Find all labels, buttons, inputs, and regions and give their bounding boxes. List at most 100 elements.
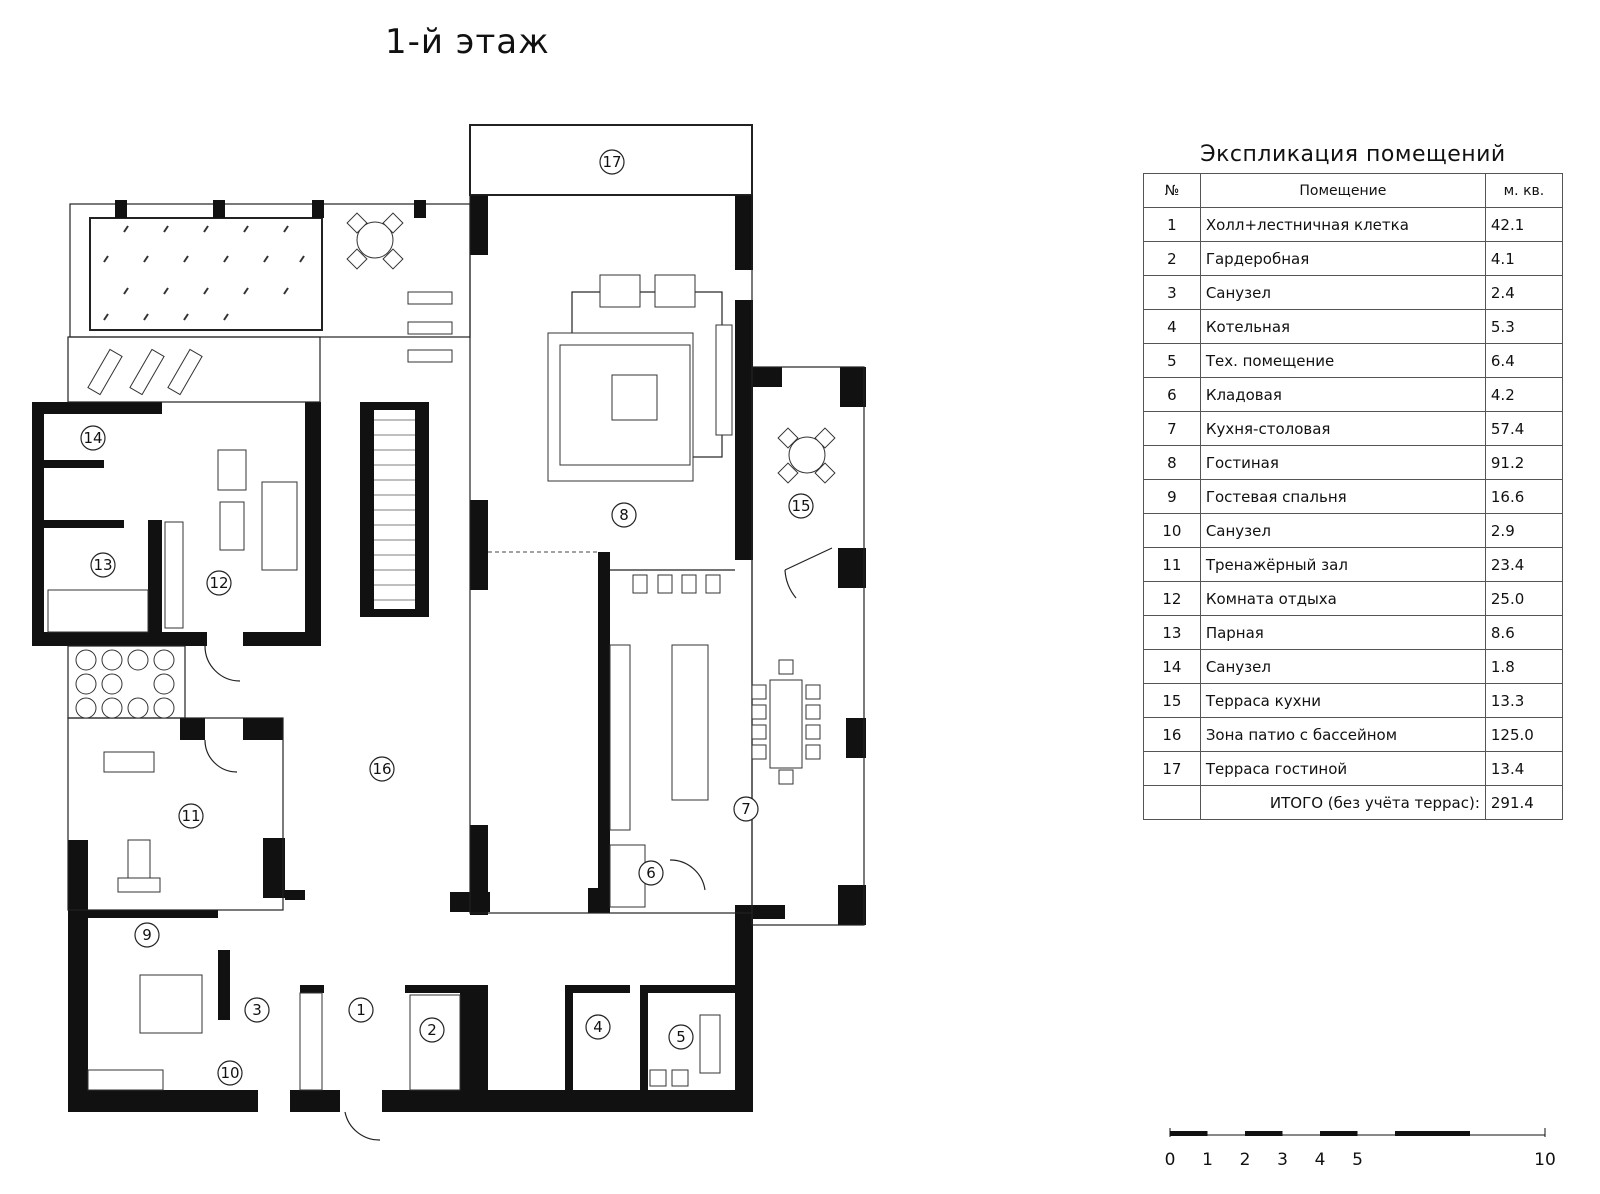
- room-marker-7: 7: [733, 796, 759, 822]
- svg-text:2: 2: [427, 1021, 437, 1039]
- row-number: 12: [1143, 581, 1201, 616]
- row-room-name: Санузел: [1199, 649, 1486, 684]
- row-room-name: Тренажёрный зал: [1199, 547, 1486, 582]
- row-number: 4: [1143, 309, 1201, 344]
- row-area: 57.4: [1484, 411, 1564, 446]
- header-area: м. кв.: [1484, 173, 1564, 208]
- row-area: 13.4: [1484, 751, 1564, 786]
- legend-title: Экспликация помещений: [1200, 142, 1506, 167]
- svg-text:10: 10: [220, 1064, 239, 1082]
- room-marker-10: 10: [217, 1060, 243, 1086]
- row-number: 17: [1143, 751, 1201, 786]
- scale-label-4: 4: [1315, 1150, 1326, 1170]
- room-marker-5: 5: [668, 1024, 694, 1050]
- room-marker-17: 17: [599, 149, 625, 175]
- row-number: 16: [1143, 717, 1201, 752]
- total-value: 291.4: [1484, 785, 1564, 820]
- total-label: ИТОГО (без учёта террас):: [1199, 785, 1486, 820]
- scale-label-3: 3: [1277, 1150, 1288, 1170]
- room-marker-1: 1: [348, 997, 374, 1023]
- room-marker-3: 3: [244, 997, 270, 1023]
- row-room-name: Терраса кухни: [1199, 683, 1486, 718]
- scale-label-5: 5: [1352, 1150, 1363, 1170]
- svg-text:16: 16: [372, 760, 391, 778]
- row-room-name: Гостевая спальня: [1199, 479, 1486, 514]
- scale-label-1: 1: [1202, 1150, 1213, 1170]
- living-furniture: [547, 274, 733, 482]
- row-area: 91.2: [1484, 445, 1564, 480]
- row-area: 2.9: [1484, 513, 1564, 548]
- kitchen-furniture: [609, 427, 836, 831]
- svg-text:17: 17: [602, 153, 621, 171]
- row-room-name: Санузел: [1199, 513, 1486, 548]
- row-room-name: Гардеробная: [1199, 241, 1486, 276]
- row-number: 2: [1143, 241, 1201, 276]
- legend-total-row: ИТОГО (без учёта террас): 291.4: [1143, 785, 1564, 820]
- row-area: 42.1: [1484, 207, 1564, 242]
- room-marker-14: 14: [80, 425, 106, 451]
- row-area: 1.8: [1484, 649, 1564, 684]
- floor-title: 1-й этаж: [385, 22, 550, 62]
- room-legend: Экспликация помещений № Помещение м. кв.…: [1143, 142, 1564, 820]
- room-marker-13: 13: [90, 552, 116, 578]
- svg-text:5: 5: [676, 1028, 686, 1046]
- row-area: 13.3: [1484, 683, 1564, 718]
- svg-text:14: 14: [83, 429, 102, 447]
- room-marker-16: 16: [369, 756, 395, 782]
- svg-text:7: 7: [741, 800, 751, 818]
- row-number: 7: [1143, 411, 1201, 446]
- svg-text:4: 4: [593, 1018, 603, 1036]
- row-area: 6.4: [1484, 343, 1564, 378]
- row-room-name: Зона патио с бассейном: [1199, 717, 1486, 752]
- svg-text:3: 3: [252, 1001, 262, 1019]
- svg-text:8: 8: [619, 506, 629, 524]
- floor-plan: 1 2 3 4 5 6 7 8 9 10 11 12 13 14 15 16 1…: [32, 124, 866, 1141]
- room-marker-2: 2: [419, 1017, 445, 1043]
- row-number: 5: [1143, 343, 1201, 378]
- header-no: №: [1143, 173, 1201, 208]
- scale-label-0: 0: [1165, 1150, 1176, 1170]
- room-marker-15: 15: [788, 493, 814, 519]
- row-number: 14: [1143, 649, 1201, 684]
- room-marker-11: 11: [178, 803, 204, 829]
- header-room: Помещение: [1199, 173, 1486, 208]
- row-area: 23.4: [1484, 547, 1564, 582]
- row-room-name: Комната отдыха: [1199, 581, 1486, 616]
- misc-furniture: [47, 419, 833, 1141]
- room-marker-6: 6: [638, 860, 664, 886]
- row-number: 8: [1143, 445, 1201, 480]
- svg-text:13: 13: [93, 556, 112, 574]
- pool-area: [69, 200, 471, 396]
- row-room-name: Тех. помещение: [1199, 343, 1486, 378]
- scale-bar: 0 1 2 3 4 5 10: [1165, 1128, 1556, 1170]
- thin-outlines: [67, 194, 865, 926]
- row-area: 5.3: [1484, 309, 1564, 344]
- row-room-name: Кладовая: [1199, 377, 1486, 412]
- row-number: 3: [1143, 275, 1201, 310]
- row-number: 11: [1143, 547, 1201, 582]
- row-area: 16.6: [1484, 479, 1564, 514]
- row-room-name: Кухня-столовая: [1199, 411, 1486, 446]
- row-room-name: Гостиная: [1199, 445, 1486, 480]
- scale-label-10: 10: [1534, 1150, 1556, 1170]
- row-number: 1: [1143, 207, 1201, 242]
- row-area: 125.0: [1484, 717, 1564, 752]
- walls: [32, 195, 866, 1112]
- row-room-name: Котельная: [1199, 309, 1486, 344]
- changing-room-pattern: [75, 649, 175, 719]
- row-area: 4.2: [1484, 377, 1564, 412]
- row-area: 4.1: [1484, 241, 1564, 276]
